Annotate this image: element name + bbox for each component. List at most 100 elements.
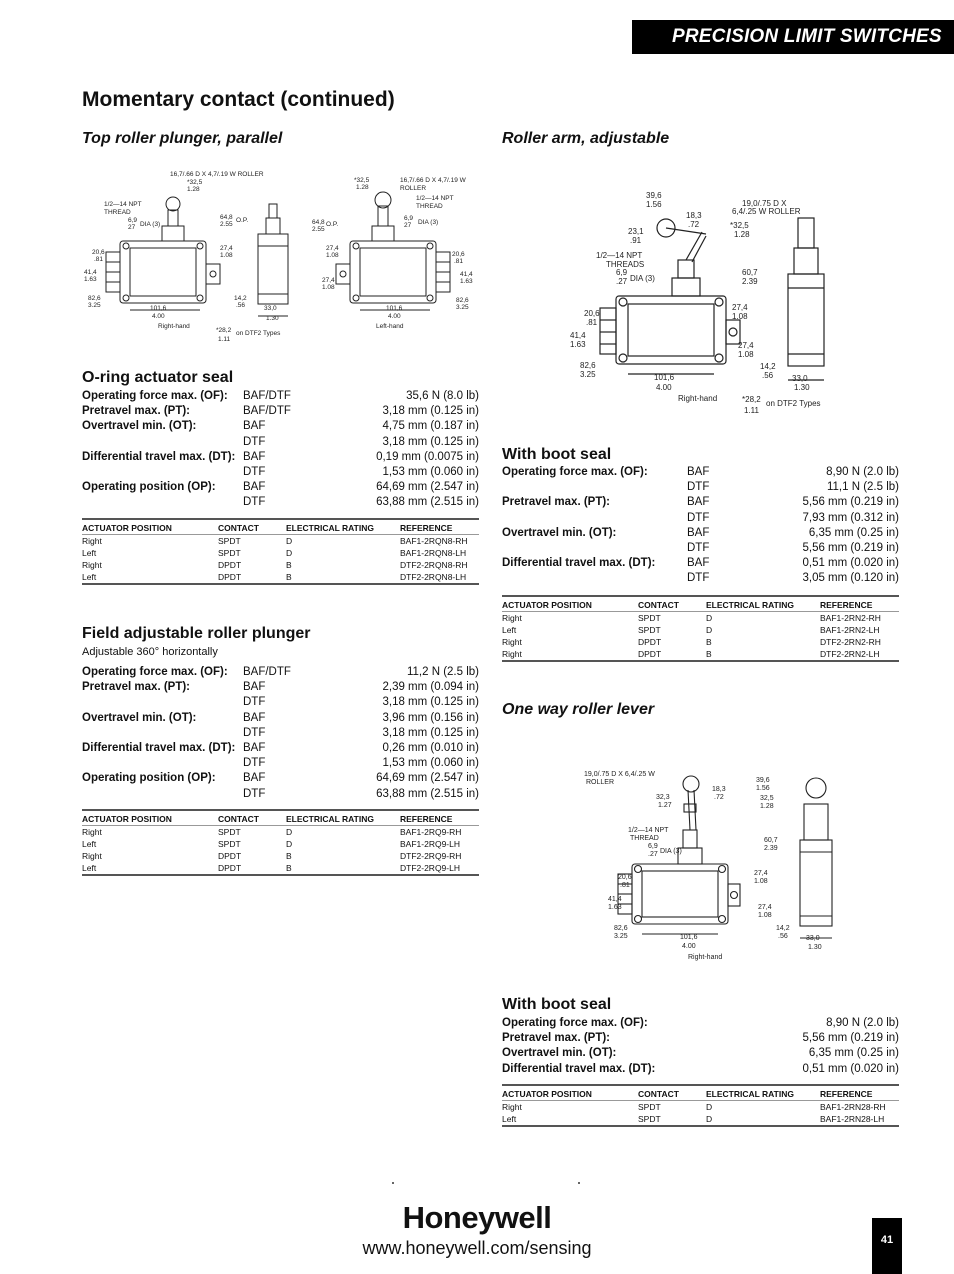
table-cell: DPDT	[638, 637, 662, 647]
spec-type: BAF	[687, 466, 710, 478]
spec-label: Pretravel max. (PT):	[82, 405, 191, 418]
table-cell: DPDT	[218, 572, 242, 582]
table-cell: DTF2-2RQ9-LH	[400, 863, 460, 873]
table-cell: BAF1-2RN28-LH	[820, 1114, 885, 1124]
spec-type: BAF	[243, 450, 266, 463]
spec-type: BAF/DTF	[243, 405, 291, 418]
spec-row: Differential travel max. (DT):0,51 mm (0…	[502, 1063, 899, 1078]
svg-text:101,6: 101,6	[654, 373, 675, 382]
column-header: ELECTRICAL RATING	[706, 600, 794, 610]
spec-value: 63,88 mm (2.515 in)	[376, 787, 479, 800]
svg-text:18,3: 18,3	[686, 211, 702, 220]
svg-text:4.00: 4.00	[682, 943, 696, 950]
svg-text:1/2—14 NPT: 1/2—14 NPT	[596, 251, 642, 260]
table-cell: BAF1-2RQN8-RH	[400, 536, 468, 546]
svg-text:20,6: 20,6	[452, 251, 465, 258]
svg-text:*28,2: *28,2	[216, 327, 232, 334]
svg-text:1.63: 1.63	[570, 340, 586, 349]
spec-type: BAF	[243, 681, 266, 694]
svg-text:1.28: 1.28	[356, 184, 369, 191]
spec-type: DTF	[243, 757, 266, 770]
svg-text:*32,5: *32,5	[187, 179, 203, 186]
svg-text:1.08: 1.08	[326, 252, 339, 259]
svg-text:14,2: 14,2	[776, 925, 790, 932]
spec-value: 3,96 mm (0.156 in)	[382, 711, 479, 724]
table-cell: Right	[82, 536, 102, 546]
spec-value: 6,35 mm (0.25 in)	[808, 526, 899, 539]
table-cell: DPDT	[218, 863, 242, 873]
table-cell: D	[706, 613, 713, 623]
spec-value: 0,51 mm (0.020 in)	[802, 1062, 899, 1075]
svg-text:DIA (3): DIA (3)	[630, 274, 655, 283]
table-cell: SPDT	[638, 625, 661, 635]
table-cell: DPDT	[638, 649, 662, 659]
table-cell: D	[286, 536, 293, 546]
spec-label: Differential travel max. (DT):	[82, 450, 236, 463]
svg-text:27,4: 27,4	[738, 341, 754, 350]
table-cell: B	[286, 863, 292, 873]
spec-label: Operating force max. (OF):	[502, 466, 648, 478]
spec-label: Operating force max. (OF):	[82, 666, 228, 678]
table-cell: DTF2-2RQ9-RH	[400, 851, 462, 861]
svg-text:3.25: 3.25	[456, 304, 469, 311]
spec-label: Overtravel min. (OT):	[502, 1047, 617, 1060]
table-cell: Right	[502, 637, 522, 647]
spec-value: 5,56 mm (0.219 in)	[802, 541, 899, 554]
spec-value: 1,53 mm (0.060 in)	[382, 465, 479, 478]
section-banner: PRECISION LIMIT SWITCHES	[632, 20, 954, 54]
svg-text:1.08: 1.08	[738, 350, 754, 359]
oring-heading: O-ring actuator seal	[82, 369, 234, 386]
svg-text:27,4: 27,4	[326, 245, 339, 252]
svg-text:1.56: 1.56	[646, 200, 662, 209]
table-cell: BAF1-2RQ9-RH	[400, 827, 462, 837]
svg-text:4.00: 4.00	[656, 383, 672, 392]
table-cell: Left	[82, 548, 97, 558]
svg-text:1.30: 1.30	[266, 315, 279, 322]
spec-type: BAF	[687, 526, 710, 539]
column-header: ELECTRICAL RATING	[286, 523, 374, 533]
spec-value: 7,93 mm (0.312 in)	[802, 511, 899, 524]
column-header: ACTUATOR POSITION	[82, 523, 172, 533]
svg-text:14,2: 14,2	[234, 295, 247, 302]
svg-text:32,3: 32,3	[656, 794, 670, 801]
svg-text:THREADS: THREADS	[606, 260, 644, 269]
spec-value: 1,53 mm (0.060 in)	[382, 757, 479, 770]
svg-text:33,0: 33,0	[806, 935, 820, 942]
svg-text:O.P.: O.P.	[326, 221, 338, 228]
column-header: ACTUATOR POSITION	[502, 1089, 592, 1099]
svg-text:THREAD: THREAD	[104, 209, 131, 216]
website-url[interactable]: www.honeywell.com/sensing	[362, 1238, 592, 1258]
spec-value: 11,1 N (2.5 lb)	[826, 481, 899, 494]
svg-text:20,6: 20,6	[618, 874, 632, 881]
svg-text:.72: .72	[688, 220, 700, 229]
column-header: REFERENCE	[820, 600, 873, 610]
table-cell: B	[286, 560, 292, 570]
svg-text:23,1: 23,1	[628, 227, 644, 236]
svg-text:1.63: 1.63	[84, 276, 97, 283]
spec-row: Pretravel max. (PT):5,56 mm (0.219 in)	[502, 1032, 899, 1047]
svg-text:1.30: 1.30	[808, 944, 822, 951]
svg-text:Right-hand: Right-hand	[678, 394, 717, 403]
svg-text:1/2—14 NPT: 1/2—14 NPT	[416, 195, 454, 202]
spec-type: BAF	[243, 741, 266, 754]
svg-text:39,6: 39,6	[756, 777, 770, 784]
svg-text:41,4: 41,4	[570, 331, 586, 340]
